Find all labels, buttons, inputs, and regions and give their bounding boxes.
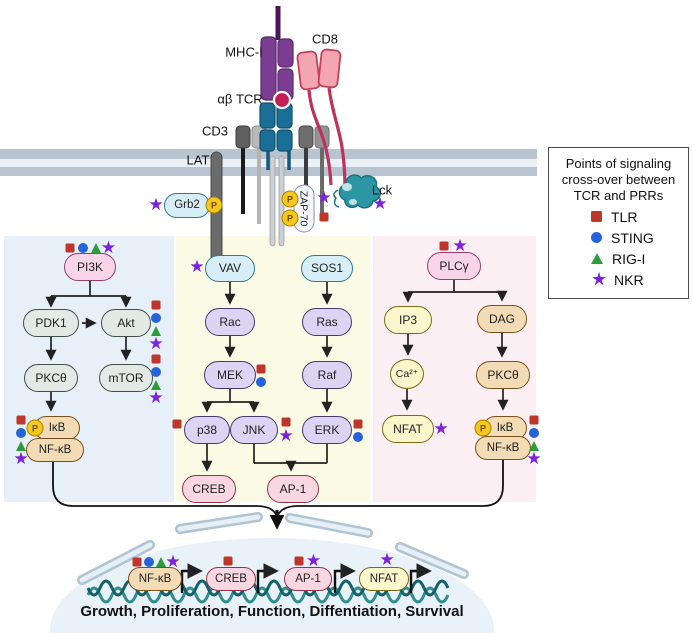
nuclear-envelope bbox=[77, 512, 469, 585]
lat-adaptor bbox=[210, 151, 223, 273]
rigi-triangle-icon bbox=[591, 253, 603, 264]
legend-item-rigi: RIG-I bbox=[591, 251, 688, 267]
mhc-i-molecule bbox=[260, 6, 294, 110]
legend-item-nkr: ★ NKR bbox=[591, 269, 644, 289]
sting-circle-icon bbox=[591, 232, 602, 243]
peptide-antigen bbox=[272, 90, 292, 110]
tlr-square-icon bbox=[591, 211, 602, 222]
transcription-arrows bbox=[180, 563, 432, 593]
cd8-coreceptor bbox=[296, 48, 347, 186]
pathway-arrows bbox=[45, 280, 509, 472]
legend-box: Points of signaling cross-over between T… bbox=[548, 147, 689, 299]
outcome-text: Growth, Proliferation, Function, Diffent… bbox=[80, 603, 464, 620]
ab-tcr-receptor bbox=[259, 102, 293, 170]
legend-item-tlr: TLR bbox=[591, 209, 688, 225]
legend-item-sting: STING bbox=[591, 230, 688, 246]
lck-kinase bbox=[333, 174, 381, 209]
legend-title: Points of signaling cross-over between T… bbox=[561, 156, 676, 203]
convergence-arrow bbox=[52, 460, 504, 530]
nkr-star-icon: ★ bbox=[591, 269, 608, 289]
dna-helix bbox=[86, 579, 450, 604]
